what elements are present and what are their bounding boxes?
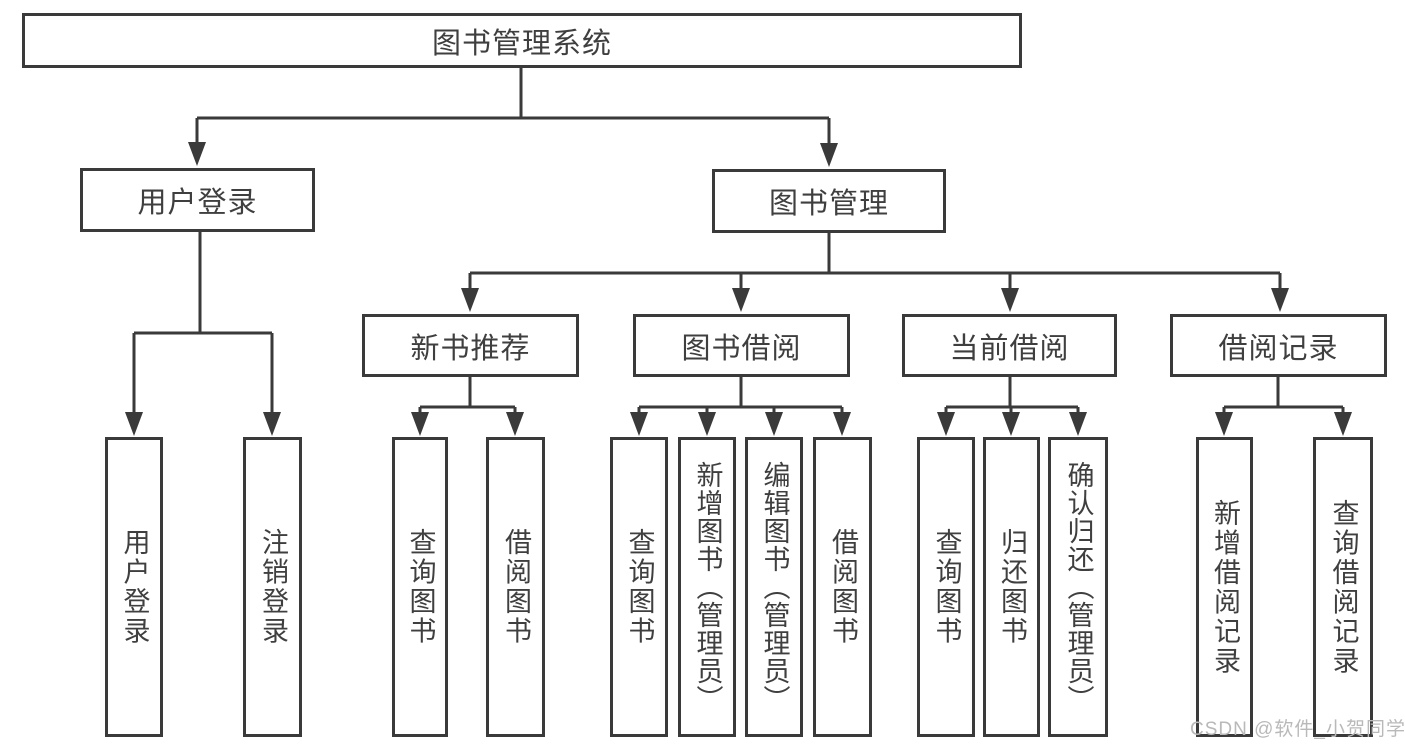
node-user-login: 用户登录: [80, 168, 315, 232]
node-book-management: 图书管理: [712, 169, 946, 233]
leaf-borrow-books-recommend: 借阅图书: [486, 437, 545, 737]
leaf-edit-book-admin: 编辑图书（管理员）: [745, 437, 803, 737]
leaf-user-login: 用户登录: [105, 437, 163, 737]
node-new-book-recommendation: 新书推荐: [362, 314, 579, 377]
leaf-borrow-books: 借阅图书: [813, 437, 872, 737]
leaf-add-book-admin: 新增图书（管理员）: [678, 437, 736, 737]
leaf-logout: 注销登录: [243, 437, 302, 737]
node-book-borrowing: 图书借阅: [633, 314, 850, 377]
leaf-query-books-recommend: 查询图书: [392, 437, 448, 737]
leaf-query-borrow-record: 查询借阅记录: [1313, 437, 1373, 737]
leaf-query-books-current: 查询图书: [917, 437, 975, 737]
leaf-query-books-borrow: 查询图书: [610, 437, 668, 737]
leaf-return-book: 归还图书: [983, 437, 1040, 737]
node-current-borrowing: 当前借阅: [902, 314, 1117, 377]
leaf-confirm-return-admin: 确认归还（管理员）: [1048, 437, 1108, 737]
node-library-management-system: 图书管理系统: [22, 13, 1022, 68]
leaf-add-borrow-record: 新增借阅记录: [1196, 437, 1253, 737]
node-borrowing-records: 借阅记录: [1170, 314, 1387, 377]
csdn-watermark: CSDN @软件_小贺同学: [1190, 719, 1405, 740]
